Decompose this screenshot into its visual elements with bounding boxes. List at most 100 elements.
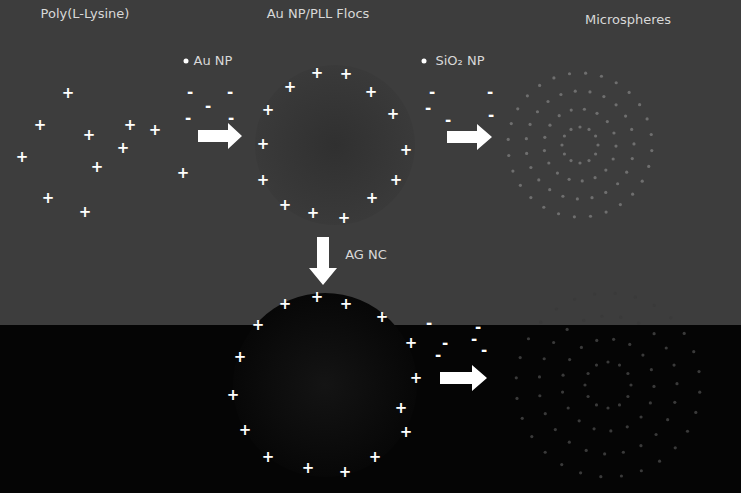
microsphere-dot	[606, 406, 609, 409]
microsphere-dot	[576, 197, 579, 200]
microsphere-dot	[646, 117, 649, 120]
stage-heading: Poly(L-Lysine)	[41, 7, 130, 21]
microsphere-dot	[568, 72, 571, 75]
microsphere-dot	[587, 128, 590, 131]
microsphere-dot	[686, 430, 689, 433]
microsphere-dot	[552, 341, 555, 344]
microsphere-dot	[614, 144, 617, 147]
microsphere-dot	[604, 168, 607, 171]
microsphere-dot	[515, 376, 518, 379]
charge-sign: +	[279, 296, 292, 313]
microsphere-dot	[544, 412, 547, 415]
charge-sign: -	[426, 315, 432, 332]
charge-sign: +	[91, 159, 104, 176]
microsphere-dot	[639, 444, 642, 447]
microsphere-dot	[593, 292, 596, 295]
microsphere-dot	[561, 390, 564, 393]
microsphere-dot	[615, 81, 618, 84]
microsphere-dot	[583, 108, 586, 111]
microsphere-dot	[632, 142, 635, 145]
charge-sign: +	[124, 117, 137, 134]
microsphere-dot	[649, 401, 652, 404]
microsphere-dot	[628, 91, 631, 94]
microsphere-dot	[596, 143, 599, 146]
microsphere-dot	[563, 134, 566, 137]
microsphere-dot	[590, 196, 593, 199]
microsphere-dot	[537, 178, 540, 181]
charge-sign: +	[405, 335, 418, 352]
microsphere-dot	[595, 363, 598, 366]
microsphere-dot	[529, 166, 532, 169]
microsphere-dot	[697, 370, 700, 373]
microsphere-dot	[654, 433, 657, 436]
microsphere-dot	[563, 152, 566, 155]
microsphere-dot	[587, 159, 590, 162]
microsphere-dot	[557, 212, 560, 215]
microsphere-dot	[566, 328, 569, 331]
microsphere-dot	[539, 321, 542, 324]
charge-sign: +	[257, 136, 270, 153]
microsphere-dot	[658, 460, 661, 463]
microsphere-dot	[634, 296, 637, 299]
microsphere-dot	[698, 391, 701, 394]
microsphere-dot	[568, 441, 571, 444]
microsphere-dot	[604, 211, 607, 214]
charge-sign: +	[400, 142, 413, 159]
microsphere-dot	[516, 107, 519, 110]
microsphere-dot	[618, 363, 621, 366]
charge-sign: +	[16, 149, 29, 166]
microsphere-dot	[578, 125, 581, 128]
microsphere-dot	[653, 332, 656, 335]
microsphere-dot	[507, 154, 510, 157]
microsphere-dot	[555, 307, 558, 310]
microsphere-dot	[558, 114, 561, 117]
charge-sign: +	[62, 85, 75, 102]
microsphere-dot	[593, 176, 596, 179]
microsphere-dot	[631, 193, 634, 196]
microsphere-dot	[650, 149, 653, 152]
charge-sign: +	[339, 464, 352, 481]
microsphere-dot	[585, 449, 588, 452]
charge-sign: +	[340, 296, 353, 313]
charge-sign: +	[400, 424, 413, 441]
microsphere-dot	[559, 93, 562, 96]
charge-sign: +	[177, 165, 190, 182]
microsphere-dot	[567, 406, 570, 409]
charge-sign: +	[338, 210, 351, 227]
microsphere-dot	[588, 90, 591, 93]
microsphere-dot	[525, 152, 528, 155]
microsphere-dot	[583, 383, 586, 386]
charge-sign: -	[429, 84, 435, 101]
microsphere-dot	[582, 319, 585, 322]
microsphere-dot	[652, 385, 655, 388]
microsphere-dot	[574, 90, 577, 93]
microsphere-dot	[602, 95, 605, 98]
microsphere-dot	[538, 84, 541, 87]
microsphere-dot	[609, 429, 612, 432]
process-arrow	[440, 365, 487, 391]
microsphere-dot	[561, 374, 564, 377]
charge-sign: +	[239, 422, 252, 439]
microsphere-dot	[620, 474, 623, 477]
microsphere-dot	[650, 133, 653, 136]
charge-sign: +	[376, 309, 389, 326]
component-label: SiO₂ NP	[435, 54, 484, 68]
charge-sign: +	[311, 65, 324, 82]
microsphere-dot	[519, 356, 522, 359]
microsphere-dot	[554, 428, 557, 431]
microsphere-dot	[638, 103, 641, 106]
microsphere-dot	[616, 182, 619, 185]
charge-sign: +	[395, 400, 408, 417]
microsphere-dot	[578, 161, 581, 164]
charge-sign: +	[390, 172, 403, 189]
microsphere-dot	[569, 128, 572, 131]
charge-sign: +	[387, 106, 400, 123]
top-panel	[0, 0, 741, 325]
microsphere-dot	[528, 123, 531, 126]
charge-sign: +	[252, 317, 265, 334]
microsphere-dot	[674, 446, 677, 449]
microsphere-dot	[548, 124, 551, 127]
microsphere-dot	[538, 394, 541, 397]
